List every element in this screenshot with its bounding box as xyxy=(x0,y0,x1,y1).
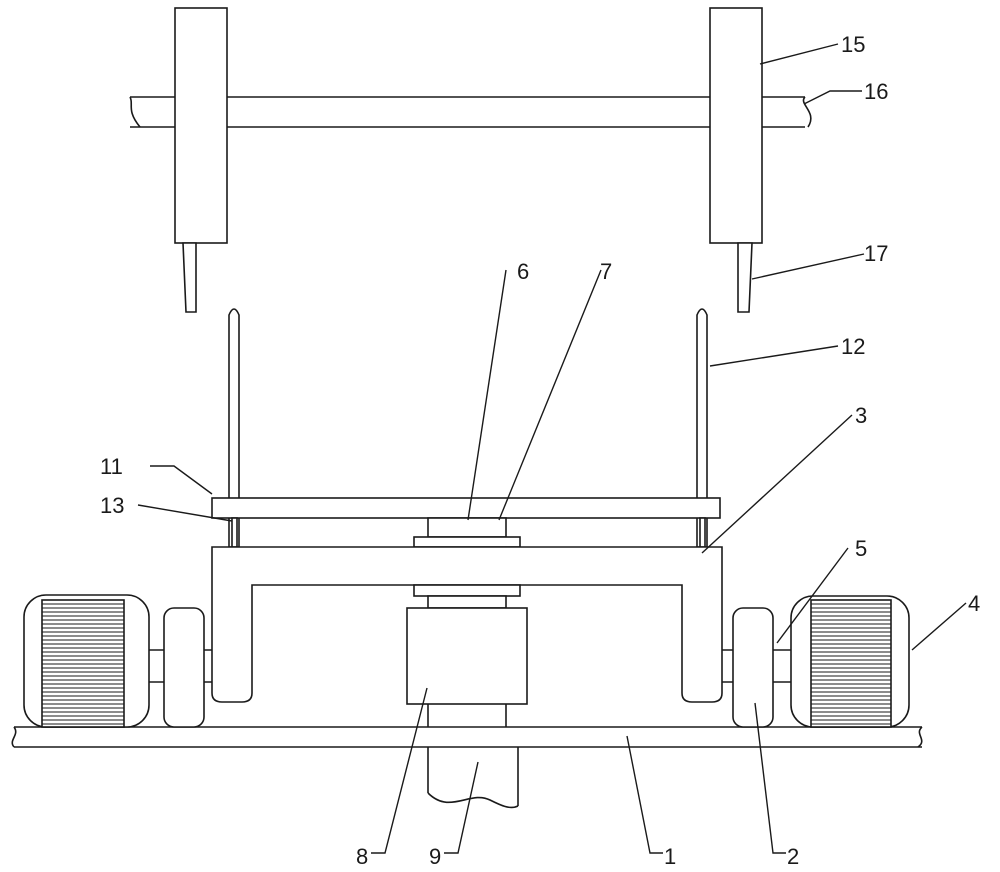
right-motor-assembly xyxy=(722,595,910,728)
right-guide-rod-12 xyxy=(696,308,708,548)
label-3: 3 xyxy=(855,403,867,428)
label-9: 9 xyxy=(429,844,441,869)
left-shaft xyxy=(149,649,164,683)
label-12: 12 xyxy=(841,334,865,359)
right-coupling-5 xyxy=(773,649,791,683)
upper-column-6 xyxy=(427,517,507,538)
column-link xyxy=(427,704,507,727)
left-bearing xyxy=(163,607,205,728)
label-13: 13 xyxy=(100,493,124,518)
right-block-15 xyxy=(709,7,763,244)
label-2: 2 xyxy=(787,844,799,869)
top-shaft xyxy=(129,96,812,128)
leader-lines xyxy=(137,43,967,854)
label-15: 15 xyxy=(841,32,865,57)
left-block-15 xyxy=(174,7,228,244)
left-coupling xyxy=(204,649,212,683)
label-16: 16 xyxy=(864,79,888,104)
left-fin-stripes xyxy=(42,603,124,725)
shaft-9 xyxy=(427,747,519,809)
label-5: 5 xyxy=(855,536,867,561)
label-6: 6 xyxy=(517,259,529,284)
right-cutter-17 xyxy=(737,242,753,313)
left-support-13 xyxy=(231,517,238,548)
left-guide-rod-12 xyxy=(228,308,240,548)
label-7: 7 xyxy=(600,259,612,284)
label-1: 1 xyxy=(664,844,676,869)
label-11: 11 xyxy=(100,454,123,479)
base-1 xyxy=(11,726,923,748)
left-motor-assembly xyxy=(23,594,212,728)
top-plate-11 xyxy=(211,497,721,519)
part-labels: 15 16 17 12 3 5 4 6 7 11 13 8 9 1 2 xyxy=(100,32,980,869)
lower-column xyxy=(427,595,507,609)
label-17: 17 xyxy=(864,241,888,266)
label-4: 4 xyxy=(968,591,980,616)
label-8: 8 xyxy=(356,844,368,869)
right-fin-stripes xyxy=(811,603,891,725)
left-cutter-17 xyxy=(182,242,197,313)
right-inner-coupling xyxy=(722,649,733,683)
collar-7 xyxy=(413,536,521,548)
block-8 xyxy=(406,607,528,705)
right-support-13 xyxy=(699,517,706,548)
lower-collar xyxy=(413,584,521,597)
right-bearing-2 xyxy=(732,607,774,728)
frame-3 xyxy=(211,546,723,703)
